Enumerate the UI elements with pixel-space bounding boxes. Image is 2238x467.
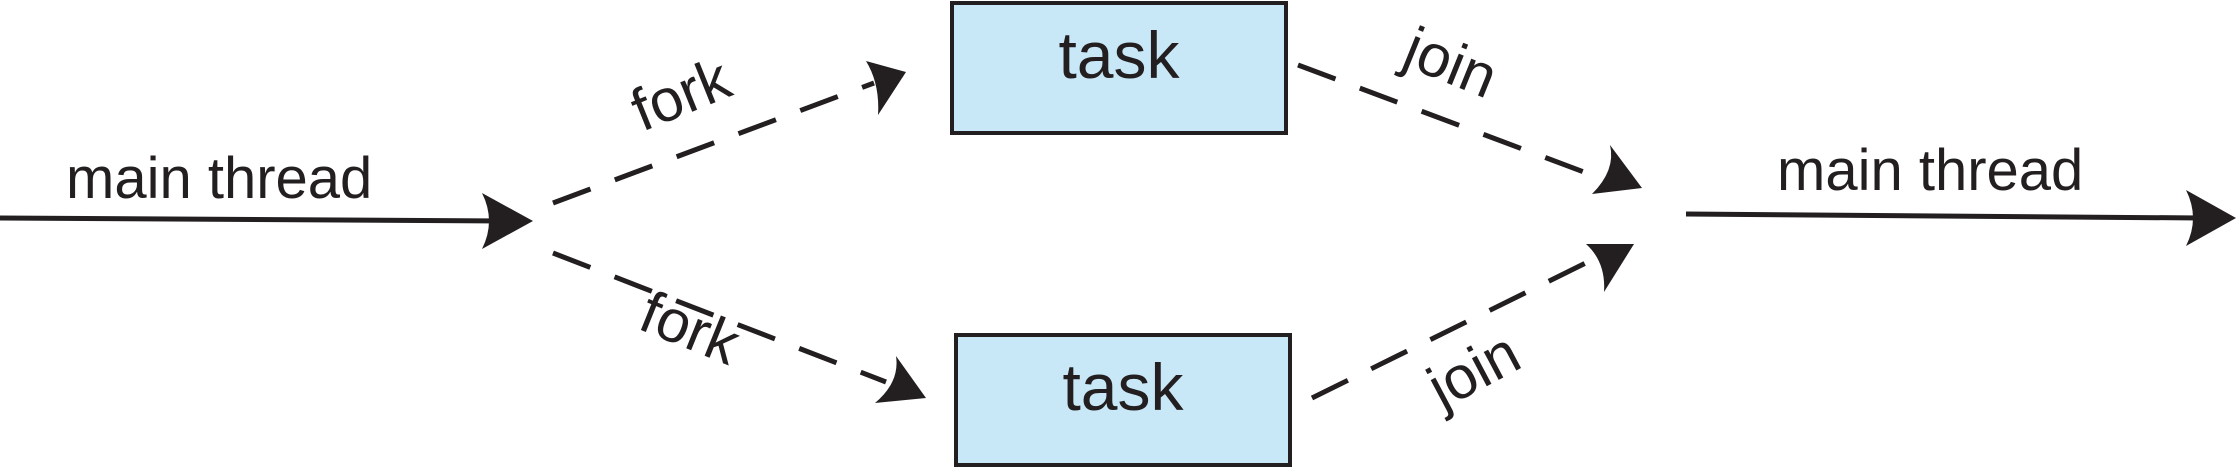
main-thread-out-arrowhead (2186, 190, 2236, 246)
main-thread-in-line (0, 215, 506, 224)
task-label-bottom: task (1062, 350, 1184, 424)
task-box-top (950, 1, 1288, 135)
fork-bottom-arrowhead (875, 356, 926, 403)
task-label-top: task (1058, 18, 1180, 92)
join-top-arrowhead (1592, 145, 1642, 194)
fork-top-label: fork (622, 44, 741, 144)
join-bottom-edge (1310, 252, 1604, 401)
task-box-bottom (954, 333, 1292, 467)
fork-top-arrowhead (866, 61, 906, 115)
join-bottom-label: join (1415, 318, 1531, 422)
main-thread-out-label: main thread (1777, 138, 2083, 203)
join-top-edge (1297, 62, 1609, 184)
main-thread-in-arrowhead (482, 193, 533, 249)
fork-top-edge (552, 80, 875, 206)
fork-bottom-label: fork (631, 278, 750, 378)
join-bottom-arrowhead (1586, 244, 1634, 292)
main-thread-out-line (1685, 211, 2201, 221)
join-top-label: join (1393, 13, 1507, 111)
fork-bottom-edge (552, 250, 887, 385)
main-thread-in-label: main thread (66, 146, 372, 211)
